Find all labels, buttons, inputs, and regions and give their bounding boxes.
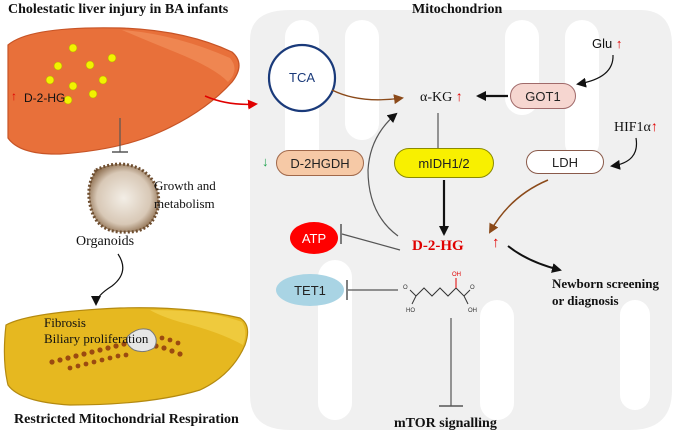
arrow-ldh-to-d2hg <box>489 179 549 234</box>
fat-spot-icons <box>45 43 117 105</box>
svg-text:O: O <box>470 285 475 291</box>
newborn-screening-line1: Newborn screening <box>552 276 660 291</box>
glu-node: Glu ↑ <box>592 36 622 51</box>
hif-label: HIF1α <box>614 120 651 135</box>
arrow-organoid-to-liver <box>91 253 124 306</box>
tca-cycle-circle <box>267 43 337 113</box>
arrow-liver-to-mito <box>204 95 258 110</box>
d2hgdh-down-arrow: ↓ <box>262 154 269 169</box>
liver-bottom-illustration <box>3 307 249 406</box>
midh-node: mIDH1/2 <box>394 148 494 178</box>
glu-label: Glu <box>592 36 613 51</box>
title-restricted-respiration: Restricted Mitochondrial Respiration <box>14 412 239 427</box>
svg-text:OH: OH <box>468 308 477 314</box>
arrow-tca-to-akg <box>331 89 404 105</box>
mitochondrion-background <box>250 10 672 430</box>
svg-text:HO: HO <box>406 308 415 314</box>
liver-arrow-up: ↑ <box>11 89 17 103</box>
fibrosis-label: Fibrosis <box>44 315 86 330</box>
d2hg-center-label: D-2-HG <box>412 238 464 254</box>
newborn-screening-line2: or diagnosis <box>552 293 619 308</box>
arrow-d2hg-to-akg <box>367 112 399 237</box>
growth-label-line1: Growth and <box>154 178 216 193</box>
d2hg-molecule-structure <box>409 278 471 305</box>
tet1-node: TET1 <box>276 274 344 306</box>
svg-text:OH: OH <box>452 272 461 278</box>
liver-d2hg-label: D-2-HG <box>24 91 66 105</box>
title-mtor-signalling: mTOR signalling <box>394 416 497 431</box>
akg-up-arrow: ↑ <box>455 88 463 104</box>
hif-node: HIF1α↑ <box>614 118 658 136</box>
biliary-beads <box>49 335 183 371</box>
organoid-image <box>87 162 161 234</box>
akg-node: α-KG ↑ <box>420 88 463 106</box>
title-cholestatic: Cholestatic liver injury in BA infants <box>8 2 229 17</box>
arrow-glu-to-got1 <box>576 54 614 88</box>
atp-node: ATP <box>290 222 338 254</box>
tca-label: TCA <box>289 70 315 85</box>
ldh-node: LDH <box>526 150 604 174</box>
growth-label-line2: metabolism <box>154 196 215 211</box>
got1-node: GOT1 <box>510 83 576 109</box>
arrow-to-newborn-screening <box>507 245 562 273</box>
inhibit-line-atp <box>341 233 401 251</box>
glu-up-arrow: ↑ <box>615 36 623 51</box>
biliary-cyst <box>126 328 157 353</box>
hif-up-arrow: ↑ <box>650 118 658 134</box>
title-mitochondrion: Mitochondrion <box>412 2 503 17</box>
biliary-proliferation-label: Biliary proliferation <box>44 331 149 346</box>
d2hgdh-node: D-2HGDH <box>276 150 364 176</box>
d2hg-up-arrow: ↑ <box>492 234 500 251</box>
akg-label: α-KG <box>420 90 453 105</box>
svg-text:O: O <box>403 285 408 291</box>
organoids-caption: Organoids <box>76 234 135 249</box>
arrow-hif-to-ldh <box>610 137 638 170</box>
liver-top-illustration <box>7 27 240 155</box>
